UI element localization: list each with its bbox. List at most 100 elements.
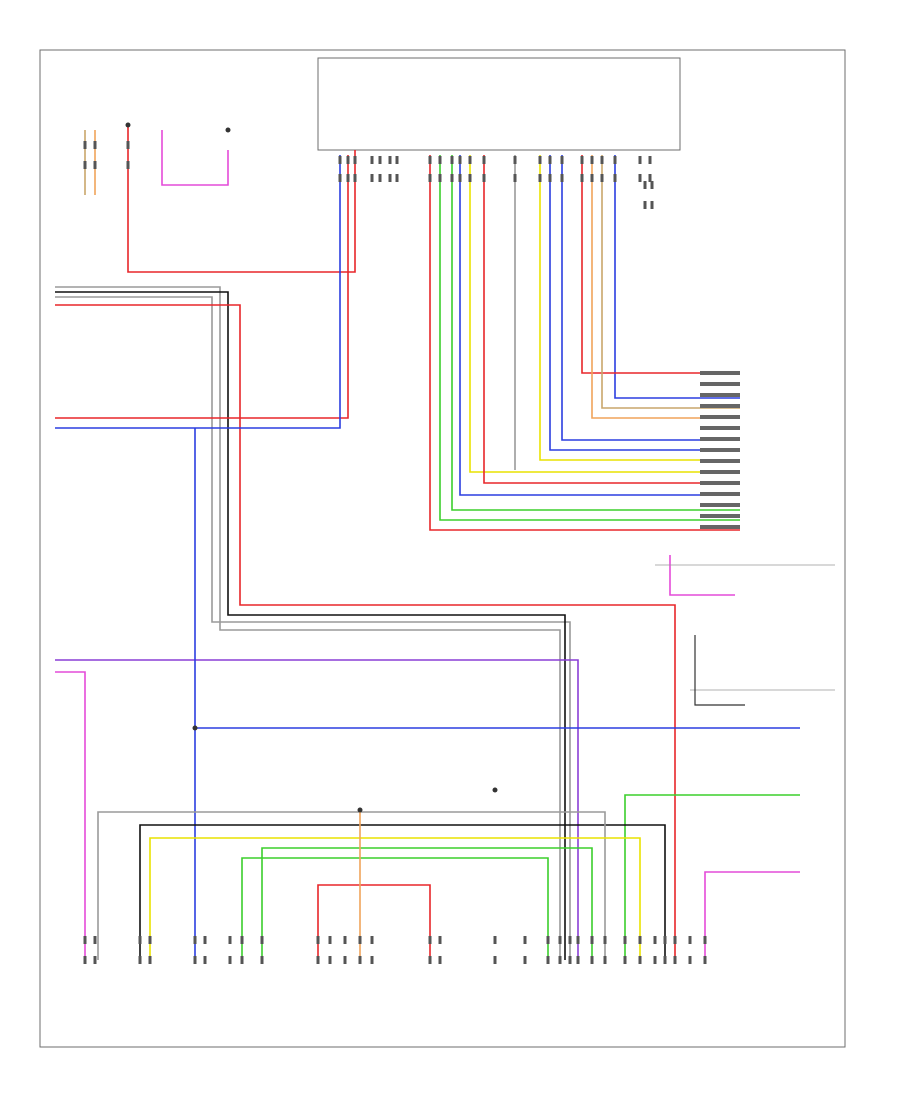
bottom-connector-pin (438, 936, 442, 944)
w-pink-lower-right (704, 871, 800, 960)
radio-connector-pin (346, 174, 350, 182)
w-pink-right (669, 555, 735, 596)
bottom-connector-pin (260, 936, 264, 944)
radio-connector-pin (458, 174, 462, 182)
bottom-connector-pin (203, 936, 207, 944)
wire-layer (55, 125, 800, 960)
radio-connector-pin (450, 174, 454, 182)
bottom-connector-pin (358, 936, 362, 944)
bottom-connector-pin (138, 956, 142, 964)
bottom-connector-pin (603, 936, 607, 944)
bottom-connector-pin (638, 956, 642, 964)
right-connector-row (700, 470, 740, 474)
junction-dot (492, 787, 498, 793)
bottom-connector-pin (203, 956, 207, 964)
bottom-connector-pin (558, 936, 562, 944)
bottom-connector-pin (343, 936, 347, 944)
w-black-1 (55, 291, 566, 960)
w-red-main (55, 304, 676, 960)
bottom-connector-pin (138, 936, 142, 944)
bottom-connector-pin (260, 956, 264, 964)
bottom-connector-pin (93, 936, 97, 944)
radio-connector-pin (450, 156, 454, 164)
radio-connector-pin (613, 174, 617, 182)
radio-connector-pin (600, 174, 604, 182)
w-red-bus (317, 884, 431, 960)
radio-connector-pin (560, 156, 564, 164)
bottom-connector-pin (193, 936, 197, 944)
radio-connector-pin (428, 156, 432, 164)
bottom-connector-pin (240, 956, 244, 964)
w-green-right (624, 794, 800, 960)
w-green-bus2 (241, 857, 549, 960)
right-connector-row (700, 404, 740, 408)
right-connector-row (700, 437, 740, 441)
radio-connector-pin (548, 174, 552, 182)
radio-connector-pin (438, 174, 442, 182)
radio-connector-pin (538, 156, 542, 164)
bottom-connector-pin (193, 956, 197, 964)
bottom-connector-pin (590, 956, 594, 964)
bottom-connector-pin (568, 956, 572, 964)
bottom-connector-pin (623, 956, 627, 964)
right-connector-pin (650, 201, 654, 209)
w-red-2 (55, 155, 349, 419)
radio-connector-pin (513, 174, 517, 182)
w-radio-tan (601, 155, 740, 409)
right-connector-row (700, 481, 740, 485)
radio-connector-pin (346, 156, 350, 164)
radio-connector-pin (395, 156, 399, 164)
bottom-connector-pin (663, 956, 667, 964)
left-connector-pin (93, 161, 97, 169)
radio-unit-box (317, 57, 681, 151)
radio-connector-pin (648, 174, 652, 182)
bottom-connector-pin (148, 936, 152, 944)
connector-layer (83, 122, 835, 964)
bottom-connector-pin (603, 956, 607, 964)
bottom-connector-pin (493, 956, 497, 964)
radio-connector-pin (482, 156, 486, 164)
w-radio-red (429, 155, 740, 531)
bottom-connector-pin (523, 956, 527, 964)
right-connector-row (700, 426, 740, 430)
bottom-connector-pin (328, 956, 332, 964)
bottom-connector-pin (523, 936, 527, 944)
w-radio-yellow (469, 155, 740, 473)
junction-dot (192, 725, 198, 731)
right-connector-row (700, 492, 740, 496)
radio-connector-pin (648, 156, 652, 164)
w-radio-red3 (581, 155, 740, 374)
right-connector-row (700, 415, 740, 419)
left-connector-pin (126, 141, 130, 149)
bottom-connector-pin (316, 956, 320, 964)
radio-connector-pin (590, 174, 594, 182)
junction-dot (357, 807, 363, 813)
w-radio-blue3 (614, 155, 740, 399)
radio-connector-pin (548, 156, 552, 164)
bottom-connector-pin (428, 936, 432, 944)
w-radio-blue2 (561, 155, 740, 441)
right-connector-pin (643, 201, 647, 209)
bottom-connector-pin (638, 936, 642, 944)
right-connector-row (700, 514, 740, 518)
diagram-frame (39, 49, 846, 1048)
right-connector-row (700, 371, 740, 375)
bottom-connector-pin (703, 936, 707, 944)
bottom-connector-pin (428, 956, 432, 964)
radio-connector-pin (600, 156, 604, 164)
w-radio-red2 (483, 155, 740, 484)
w-gray-1 (55, 286, 561, 960)
w-yellow-bus (149, 837, 641, 960)
bottom-connector-pin (653, 936, 657, 944)
radio-connector-pin (378, 174, 382, 182)
bottom-connector-pin (673, 936, 677, 944)
w-bus-black (139, 824, 666, 960)
w-blue-2 (55, 155, 341, 429)
radio-connector-pin (338, 156, 342, 164)
radio-connector-pin (458, 156, 462, 164)
right-connector-row (700, 382, 740, 386)
radio-connector-pin (513, 156, 517, 164)
w-bus-gray (97, 811, 606, 960)
bottom-connector-pin (228, 956, 232, 964)
